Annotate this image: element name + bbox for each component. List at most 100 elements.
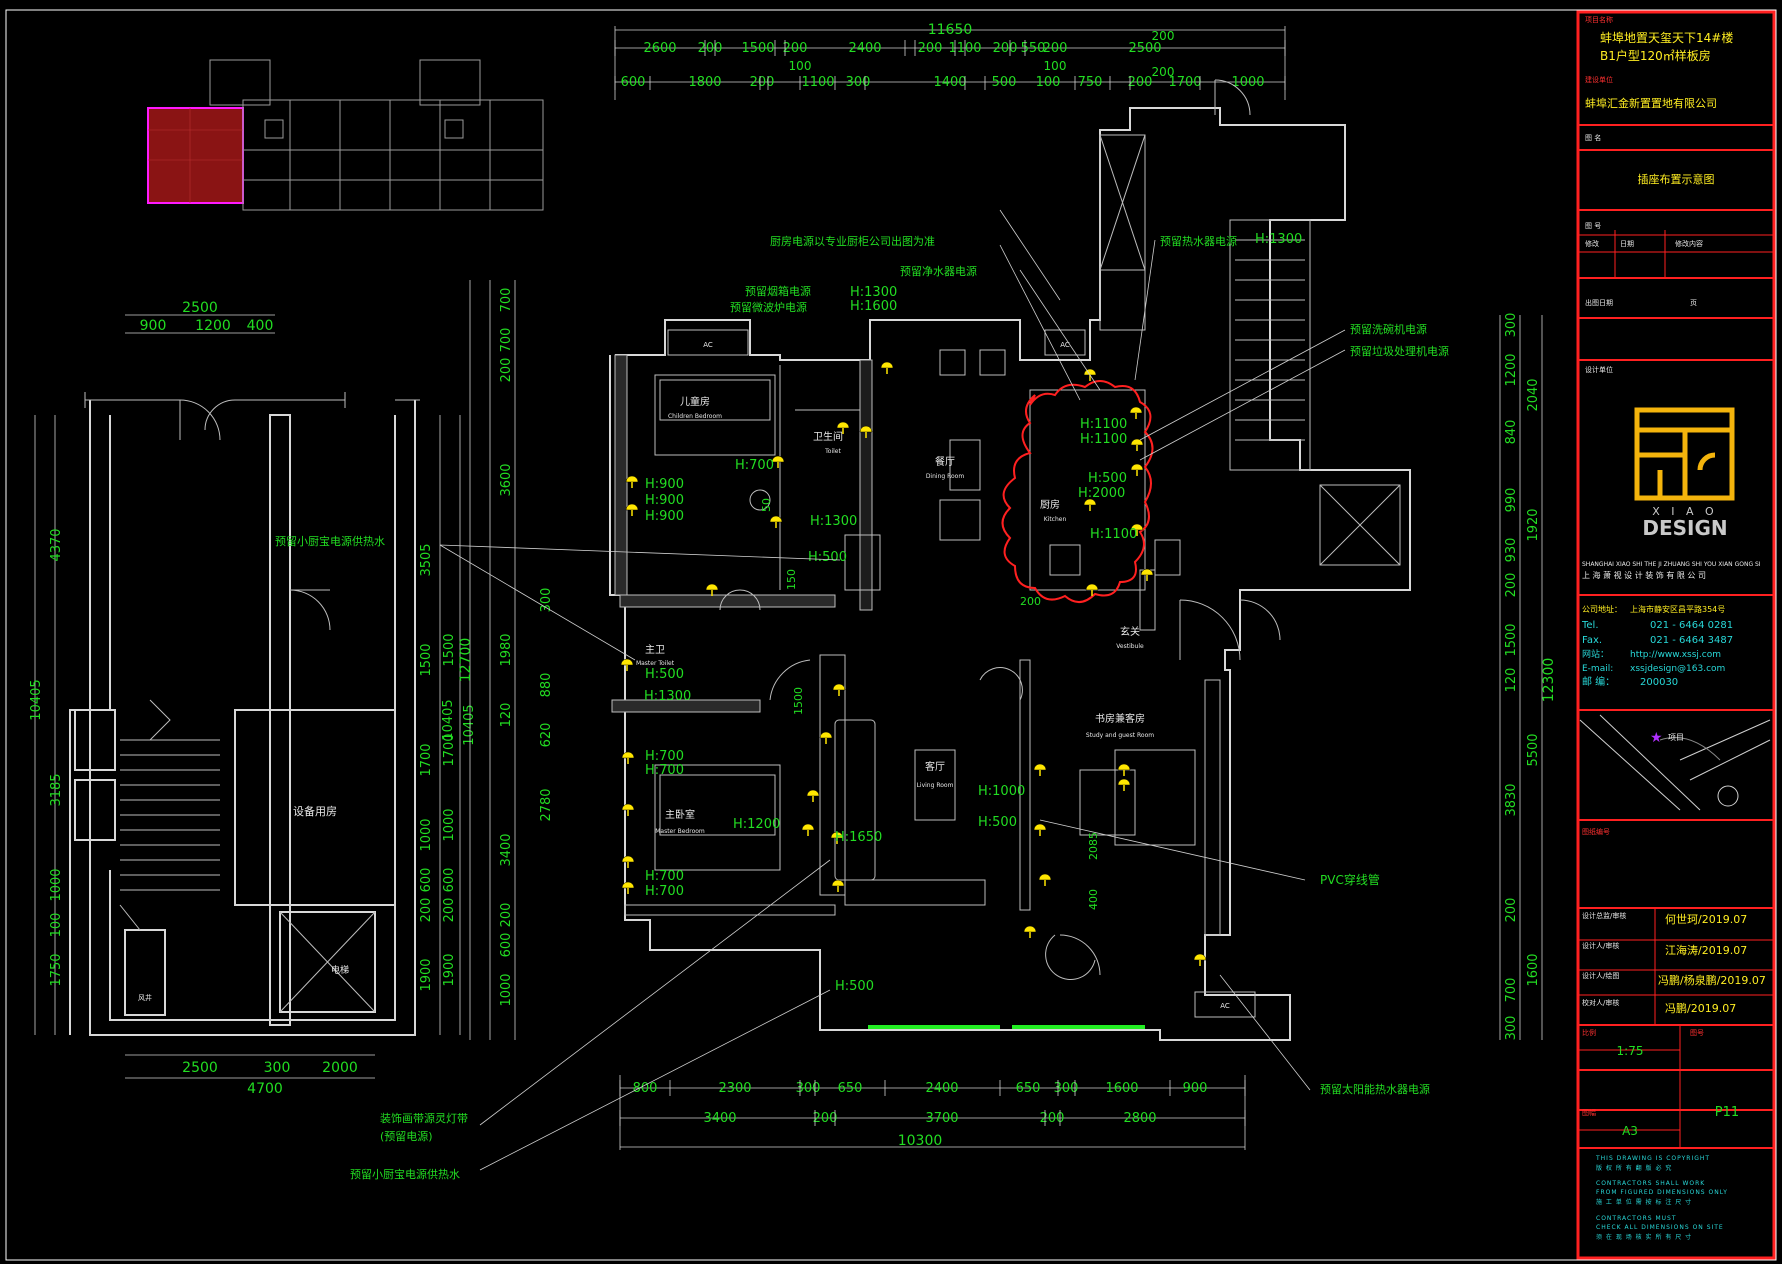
top-dim-2-4: 300 <box>846 75 871 90</box>
top-dim-2-1: 1800 <box>688 75 721 90</box>
height-label: H:500 <box>1088 471 1127 486</box>
tb-title-label: 图 名 <box>1585 133 1601 142</box>
bottom-dim-2-0: 3400 <box>703 1111 736 1126</box>
bottom-dim-1-1: 2300 <box>718 1081 751 1096</box>
socket-icon <box>1130 463 1144 471</box>
right-dim-9: 200 <box>1504 898 1519 923</box>
top-overall-dim: 11650 <box>928 22 973 38</box>
left-dim-1: 700 <box>499 328 514 353</box>
tb-client-label: 建设单位 <box>1585 75 1613 84</box>
small-dim-2: 150 <box>785 569 798 590</box>
socket-icon <box>836 421 850 429</box>
left-dim-13: 600 <box>499 933 514 958</box>
bottom-dim-1-8: 900 <box>1183 1081 1208 1096</box>
tb-postcode-label: 邮 编： <box>1582 675 1615 688</box>
tb-rev-h1: 修改 <box>1585 239 1599 248</box>
top-dim-2-0: 600 <box>621 75 646 90</box>
stair-dim-left-1: 4370 <box>49 528 64 561</box>
socket-icon <box>1085 583 1099 591</box>
left-dim-b-0: 1500 <box>419 643 434 676</box>
tb-rev-h2: 日期 <box>1620 240 1634 248</box>
tb-copy-cn1: 版 权 所 有 翻 版 必 究 <box>1596 1164 1672 1172</box>
stair-dim-top-total: 2500 <box>182 300 218 316</box>
room-master-toilet-en: Master Toilet <box>636 660 675 667</box>
tb-date-label: 出图日期 <box>1585 298 1613 307</box>
tb-copy-cn2: 施 工 单 位 需 按 标 注 尺 寸 <box>1596 1198 1692 1206</box>
top-dim-2-3: 1100 <box>801 75 834 90</box>
small-dim-5: 2085 <box>1087 832 1100 860</box>
tb-size: A3 <box>1622 1124 1638 1138</box>
tb-sheet-no: P11 <box>1715 1105 1739 1120</box>
top-dim-1-8: 550 <box>1021 41 1046 56</box>
tb-designer2: 江海涛/2019.07 <box>1665 943 1747 957</box>
room-living: 客厅 <box>925 760 945 773</box>
height-label: H:1000 <box>978 784 1025 799</box>
socket-icon <box>1117 763 1131 771</box>
top-dim-1-9: 200 <box>1043 41 1068 56</box>
top-dim-extra-1: 200 <box>1152 29 1175 43</box>
socket-icon <box>831 879 845 887</box>
height-labels: H:1300H:1600H:700H:1300H:500H:900H:900H:… <box>644 232 1302 994</box>
socket-icon <box>801 823 815 831</box>
bottom-dim-2-3: 200 <box>1040 1111 1065 1126</box>
ac-label-2: AC <box>1060 341 1070 349</box>
socket-icon <box>1140 568 1154 576</box>
note-microwave: 预留微波炉电源 <box>730 300 807 314</box>
height-label: H:1300 <box>1255 232 1302 247</box>
height-label: H:500 <box>645 667 684 682</box>
height-label: H:1200 <box>733 817 780 832</box>
room-vestibule-en: Vestibule <box>1116 643 1144 650</box>
socket-icon <box>625 475 639 483</box>
note-solar: 预留太阳能热水器电源 <box>1320 1082 1430 1096</box>
tb-email: xssjdesign@163.com <box>1630 664 1725 674</box>
left-dim-0: 700 <box>499 288 514 313</box>
socket-icon <box>1083 498 1097 506</box>
tb-drawing-title: 插座布置示意图 <box>1638 172 1715 186</box>
top-dim-2-7: 100 <box>1036 75 1061 90</box>
room-children: 儿童房 <box>680 395 710 408</box>
stair-dim-top-2: 1200 <box>195 318 231 334</box>
room-master-toilet: 主卫 <box>645 644 665 656</box>
tb-designer2-label: 设计人/审核 <box>1582 941 1619 950</box>
kitchen-revision-cloud <box>1001 380 1154 603</box>
socket-icon <box>880 361 894 369</box>
note-hood: 预留烟箱电源 <box>745 284 811 298</box>
socket-icon <box>621 803 635 811</box>
left-dim-5: 300 <box>539 588 554 613</box>
height-label: H:1650 <box>835 830 882 845</box>
stair-dim-top-3: 400 <box>247 318 274 334</box>
stair-dim-bottom-total: 4700 <box>247 1081 283 1097</box>
top-dim-2-11: 1000 <box>1231 75 1264 90</box>
stair-dim-left-4: 100 <box>49 913 64 938</box>
ac-label-1: AC <box>703 341 713 349</box>
small-dim-3: 200 <box>1020 595 1041 608</box>
top-dim-2-10: 1700 <box>1168 75 1201 90</box>
tb-map-label: 项目 <box>1668 733 1684 742</box>
socket-icon <box>620 658 634 666</box>
height-label: H:700 <box>735 458 774 473</box>
top-dim-1-10: 2500 <box>1128 41 1161 56</box>
socket-icon <box>621 855 635 863</box>
height-label: H:700 <box>645 869 684 884</box>
height-label: H:900 <box>645 477 684 492</box>
room-children-en: Children Bedroom <box>668 413 722 420</box>
height-label: H:700 <box>645 749 684 764</box>
socket-icon <box>625 503 639 511</box>
left-dim-b-3: 600 <box>419 868 434 893</box>
stair-dim-top-1: 900 <box>140 318 167 334</box>
top-dim-extra-0: 100 <box>789 59 812 73</box>
tb-drafter: 冯鹏/杨泉鹏/2019.07 <box>1658 973 1766 987</box>
left-dim-b-2: 1000 <box>419 818 434 851</box>
top-dim-extra-2: 200 <box>1152 65 1175 79</box>
right-dim-10: 700 <box>1504 978 1519 1003</box>
left-dim-row1: 7007002003600350530019808801206202780340… <box>419 288 554 1007</box>
location-map <box>1579 714 1771 811</box>
tb-copy-en4: CONTRACTORS MUST <box>1596 1215 1677 1222</box>
right-dim-5: 200 <box>1504 573 1519 598</box>
tb-designer-label: 设计单位 <box>1585 365 1613 374</box>
left-dim-b-5: 1900 <box>419 958 434 991</box>
note-strip-1: 装饰画带源灵灯带 <box>380 1111 468 1125</box>
tb-page-label: 页 <box>1690 299 1697 307</box>
right-dim-2: 840 <box>1504 420 1519 445</box>
